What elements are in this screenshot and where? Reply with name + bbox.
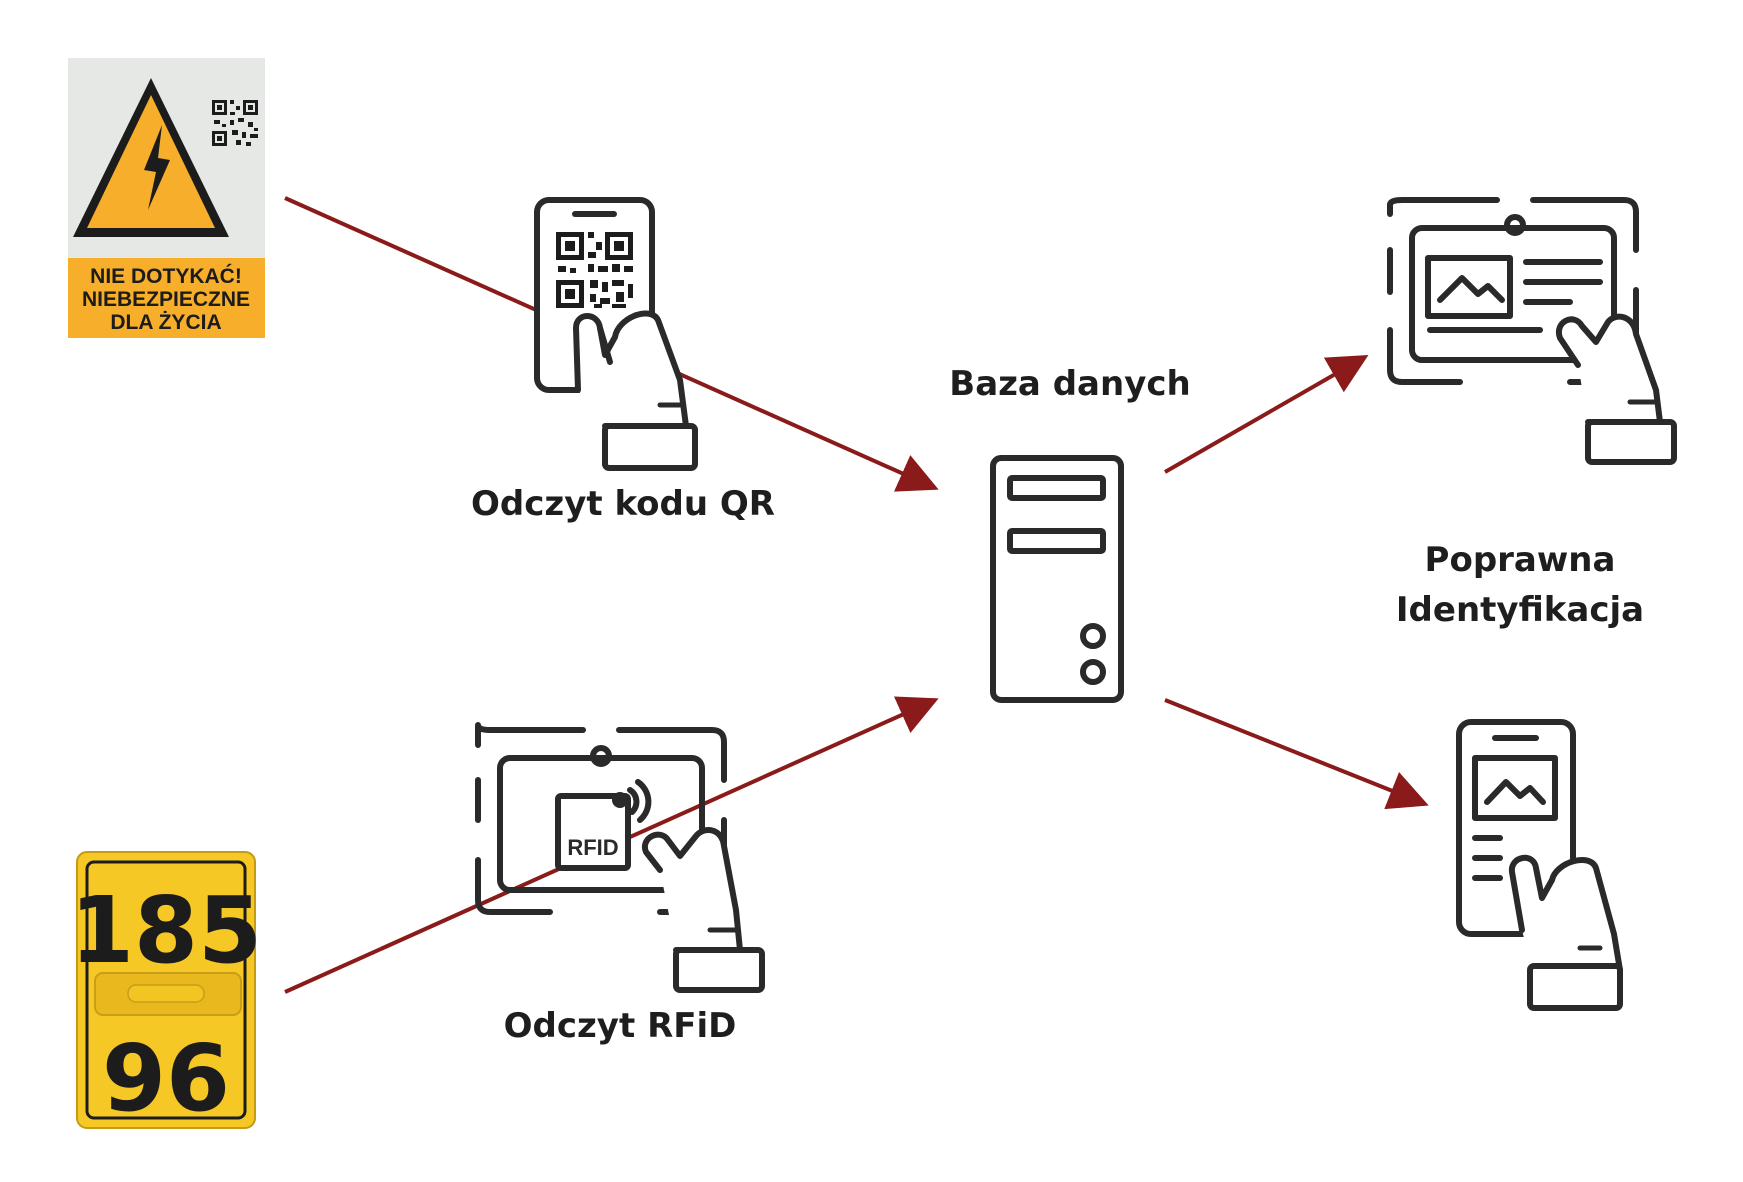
image-placeholder-icon [1437, 275, 1505, 303]
correct-identification-label: Poprawna Identyfikacja [1370, 535, 1670, 635]
rfid-waves-icon [612, 779, 652, 823]
result-line-1: Poprawna [1424, 540, 1616, 580]
database-label: Baza danych [949, 364, 1191, 404]
rfid-tag-label: RFID [567, 835, 618, 860]
sign-line-2: NIEBEZPIECZNE [82, 288, 250, 311]
tablet-rfid-icon [475, 722, 765, 993]
qr-code-icon [212, 100, 258, 146]
tablet-result-icon [1387, 197, 1677, 465]
flow-arrows [284, 196, 1429, 994]
yellow-plate: 185 96 [70, 851, 262, 1132]
warning-sign: NIE DOTYKAĆ! NIEBEZPIECZNE DLA ŻYCIA [68, 58, 265, 338]
plate-top-number: 185 [70, 877, 262, 984]
rfid-read-label: Odczyt RFiD [503, 1006, 737, 1046]
arrow-db-to-tablet [1164, 355, 1369, 474]
sign-line-1: NIE DOTYKAĆ! [90, 264, 242, 288]
phone-qr-code-icon [556, 232, 633, 308]
sign-line-3: DLA ŻYCIA [110, 311, 221, 334]
smartphone-result-icon [1456, 719, 1623, 1011]
image-placeholder-icon [1484, 779, 1546, 805]
plate-bottom-number: 96 [102, 1025, 230, 1132]
result-line-2: Identyfikacja [1395, 590, 1645, 630]
qr-read-label: Odczyt kodu QR [471, 484, 775, 524]
lightning-icon [144, 125, 170, 210]
server-icon [990, 455, 1124, 703]
arrow-db-to-phone [1164, 698, 1429, 810]
